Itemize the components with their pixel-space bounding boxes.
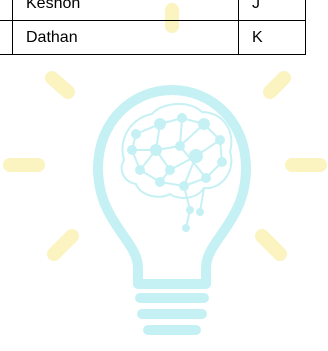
ray-lower-right	[255, 229, 287, 261]
table-row: Dathan K	[0, 20, 306, 55]
table-cell-name: Dathan	[12, 20, 239, 55]
ray-upper-left	[45, 71, 75, 99]
bulb-outline	[93, 85, 251, 289]
bulb	[93, 85, 251, 335]
table-row: Keshon J	[0, 0, 306, 21]
table-cell-code: K	[238, 20, 306, 55]
brain-network	[120, 103, 233, 232]
ray-upper-right	[263, 71, 291, 99]
name-table: Keshon J Dathan K	[0, 0, 306, 55]
table-cell-code: J	[238, 0, 306, 21]
table-cell-index	[0, 20, 13, 55]
light-rays	[3, 3, 327, 261]
brain-outline	[120, 103, 233, 199]
ray-lower-left	[47, 229, 79, 261]
table-cell-index	[0, 0, 13, 21]
table-cell-name: Keshon	[12, 0, 239, 21]
